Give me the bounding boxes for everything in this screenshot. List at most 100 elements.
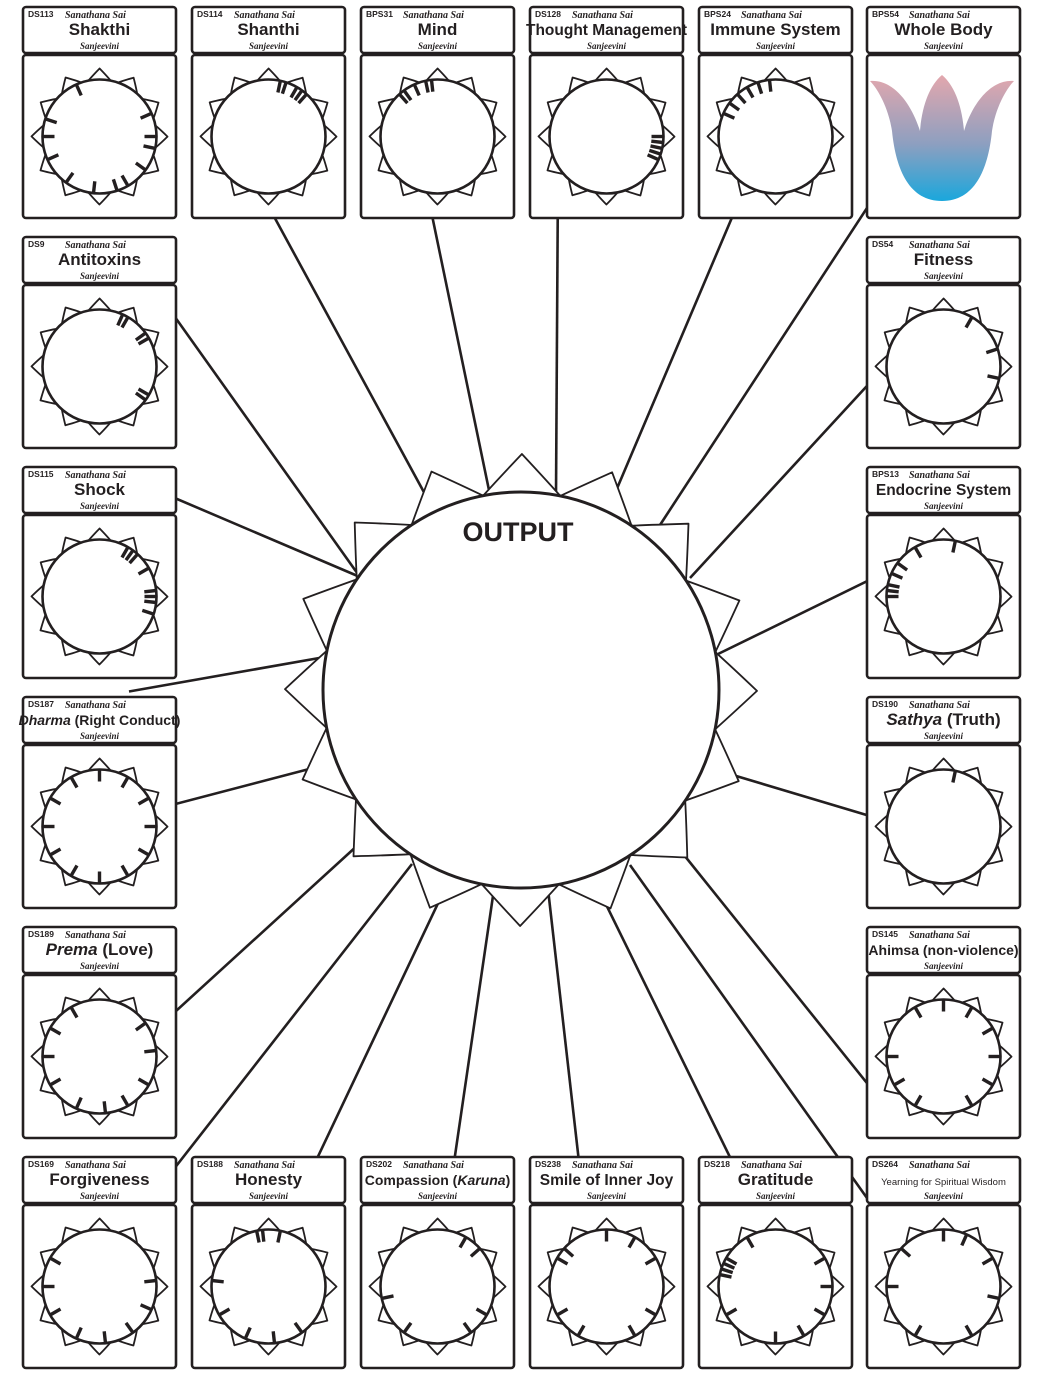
dial-circle: [41, 768, 158, 885]
card-header-box: [190, 1155, 347, 1205]
dial-tick: [69, 776, 79, 789]
card-code: BPS31: [366, 9, 393, 19]
dial-circle: [717, 78, 834, 195]
dial-tick: [74, 1326, 83, 1340]
dial-tick: [289, 86, 299, 99]
wire-c1: [272, 215, 434, 508]
card-header-box: [21, 465, 178, 515]
dial-tick: [981, 1256, 994, 1266]
card-header-box: [21, 235, 178, 285]
dial-tick: [913, 1324, 923, 1337]
dial-tick: [134, 331, 147, 342]
dial-tick: [137, 387, 150, 397]
dial-tick: [144, 599, 157, 605]
card-title: Dharma (Right Conduct): [19, 712, 181, 728]
dial-tick: [562, 1247, 575, 1258]
dial-tick: [144, 1278, 157, 1284]
dial-tick: [899, 1247, 912, 1258]
dial-tick: [725, 1256, 738, 1266]
card-header-box: [697, 1155, 854, 1205]
dial-tick: [736, 92, 747, 105]
card-title: Whole Body: [894, 20, 993, 39]
dial-circle: [41, 308, 158, 425]
dial-tick: [648, 148, 662, 156]
card-subtitle: Sanjeevini: [924, 41, 964, 51]
card-brand: Sanathana Sai: [65, 930, 126, 941]
dial-tick: [49, 1026, 62, 1036]
dial-tick: [796, 1324, 806, 1337]
card-code: BPS24: [704, 9, 731, 19]
card-title: Compassion (Karuna): [365, 1172, 510, 1188]
card-header-box: [21, 695, 178, 745]
card-brand: Sanathana Sai: [65, 1160, 126, 1171]
card-brand: Sanathana Sai: [741, 1160, 802, 1171]
card-header-box: [865, 1155, 1022, 1205]
card-header-box: [21, 5, 178, 55]
card-header-box: [865, 5, 1022, 55]
card-title: Mind: [418, 20, 458, 39]
dial-circle: [210, 1228, 327, 1345]
dial-tick: [134, 161, 147, 172]
dial-tick: [987, 1294, 1000, 1301]
dial-tick: [144, 1048, 157, 1054]
dial-tick: [293, 1321, 304, 1334]
card-brand: Sanathana Sai: [909, 1160, 970, 1171]
dial-circle: [41, 78, 158, 195]
card-brand: Sanathana Sai: [572, 10, 633, 21]
dial-circle: [885, 1228, 1002, 1345]
dial-tick: [124, 549, 135, 562]
card-title: Yearning for Spiritual Wisdom: [881, 1177, 1006, 1188]
dial-tick: [964, 1094, 974, 1107]
dial-tick: [402, 1321, 413, 1334]
dial-tick: [556, 1307, 569, 1317]
card-code: DS114: [197, 9, 223, 19]
dial-tick: [627, 1236, 637, 1249]
card-title: Honesty: [235, 1170, 303, 1189]
card-header-box: [865, 925, 1022, 975]
card-code: DS187: [28, 699, 54, 709]
dial-tick: [913, 546, 923, 559]
dial-tick: [650, 144, 663, 151]
card-title: Sathya (Truth): [886, 710, 1000, 729]
dial-tick: [913, 1094, 923, 1107]
card-code: DS202: [366, 1159, 392, 1169]
dial-tick: [141, 608, 155, 616]
dial-tick: [280, 81, 288, 95]
dial-circle: [41, 998, 158, 1115]
dial-tick: [767, 79, 773, 92]
card-subtitle: Sanjeevini: [587, 1191, 627, 1201]
output-circle: [321, 490, 721, 890]
dial-tick: [120, 864, 130, 877]
dial-tick: [964, 316, 974, 329]
card-brand: Sanathana Sai: [909, 240, 970, 251]
dial-tick: [556, 1256, 569, 1266]
dial-tick: [987, 374, 1000, 381]
output-dial[interactable]: OUTPUT: [284, 453, 758, 927]
dial-tick: [893, 1077, 906, 1087]
dial-tick: [981, 1077, 994, 1087]
card-header-box: [865, 235, 1022, 285]
card-code: DS113: [28, 9, 54, 19]
dial-circle: [885, 768, 1002, 885]
